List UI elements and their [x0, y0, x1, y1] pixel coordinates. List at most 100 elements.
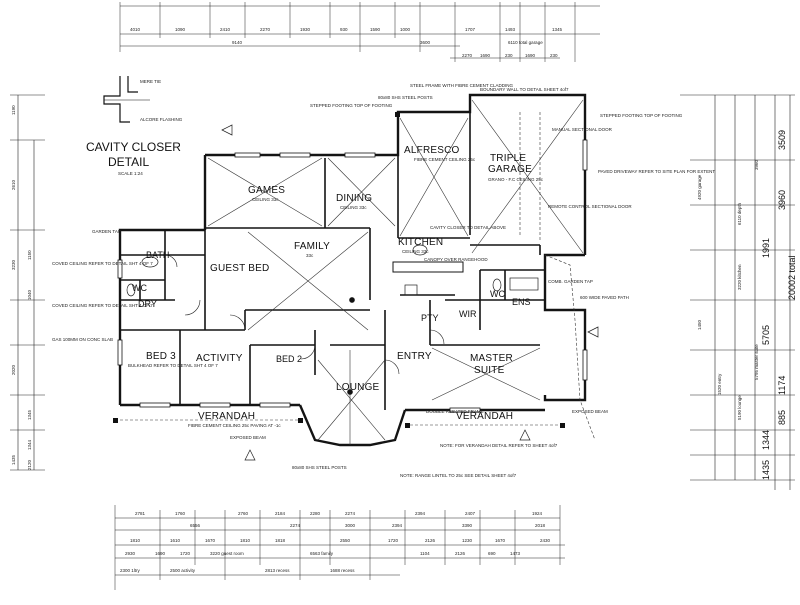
right-dim-small: 1520 entry	[717, 373, 722, 395]
note-comb-garden-tap: COMB. GARDEN TAP	[548, 279, 593, 284]
right-dim-big: 20002 total	[787, 255, 797, 300]
note-coved-ceiling-2: COVED CEILING REFER TO DETAIL SHT 4 OF 7	[52, 303, 153, 308]
detail-title-line2: DETAIL	[108, 155, 150, 169]
note-stepped-footing-left: STEPPED FOOTING TOP OF FOOTING	[310, 103, 393, 108]
detail-title-line1: CAVITY CLOSER	[86, 140, 181, 154]
top-dim: 1493	[505, 27, 516, 32]
bottom-dim: 6556	[190, 523, 201, 528]
room-alfresco: ALFRESCO	[404, 145, 460, 156]
top-dim: 1930	[300, 27, 311, 32]
bottom-dim: 2280	[310, 511, 321, 516]
top-dim-r3: 230	[505, 53, 513, 58]
right-dim-big: 885	[777, 409, 787, 425]
ceiling-dining: CEILING 33c	[340, 205, 367, 210]
room-verandah-right: VERANDAH	[456, 411, 514, 422]
room-kitchen: KITCHEN	[398, 237, 444, 248]
left-dim: 1040	[27, 289, 32, 300]
bottom-dim: 2274	[290, 523, 301, 528]
note-stepped-footing-right: STEPPED FOOTING TOP OF FOOTING	[600, 113, 683, 118]
note-range-lintel: NOTE: RANGE LINTEL TO 25c SEE DETAIL SHE…	[400, 473, 517, 478]
note-remote-door: REMOTE CONTROL SECTIONAL DOOR	[548, 204, 632, 209]
left-dim: 1344	[27, 439, 32, 450]
note-canopy: CANOPY OVER RANGEHOOD	[424, 257, 488, 262]
bottom-dim: 1818	[275, 538, 286, 543]
room-wc: WC	[132, 283, 147, 293]
note-paved-path: 600 WIDE PAVED PATH	[580, 295, 629, 300]
top-dim: 1707	[465, 27, 476, 32]
bottom-dim: 1810	[130, 538, 141, 543]
left-dim: 1190	[11, 105, 16, 115]
note-gas-meter: GAS 100MM ON CONC SLAB	[52, 337, 114, 342]
note-paved-driveway: PAVED DRIVEWAY REFER TO SITE PLAN FOR EX…	[598, 169, 716, 174]
left-dim: 2020	[11, 364, 16, 375]
right-dim-small: 6110 depth	[737, 202, 742, 225]
right-dim-small: 3220 kitchen	[737, 264, 742, 290]
bottom-dim: 2184	[275, 511, 286, 516]
bottom-dim: 1760	[175, 511, 186, 516]
internal-walls	[120, 112, 545, 410]
right-dim-big: 3509	[777, 129, 787, 150]
bottom-dim: 1104	[420, 551, 430, 556]
room-wc-ensuite: WC	[490, 289, 505, 299]
bottom-dim: 3220 guest room	[210, 551, 244, 556]
right-dim-small: 1450	[697, 319, 702, 330]
room-family: FAMILY	[294, 241, 331, 252]
note-coved-ceiling-1: COVED CEILING REFER TO DETAIL SHT 4 OF 7	[52, 261, 153, 266]
top-dim: 1345	[552, 27, 563, 32]
ceiling-lines	[207, 99, 584, 445]
bottom-dim: 2394	[415, 511, 426, 516]
bottom-dim: 3000	[345, 523, 356, 528]
top-dim-r3: 2270	[462, 53, 473, 58]
top-dim: 1590	[370, 27, 381, 32]
dashed-lines	[115, 112, 596, 441]
bottom-dim: 2126	[425, 538, 436, 543]
room-dry: DRY	[138, 299, 157, 309]
left-dim: 2610	[11, 179, 16, 190]
room-entry: ENTRY	[397, 351, 432, 362]
bottom-dim: 2550	[340, 538, 351, 543]
top-dim: 1000	[400, 27, 411, 32]
top-dim-total-garage: 6110 total garage	[508, 40, 543, 45]
note-exposed-beam-right: EXPOSED BEAM	[572, 409, 608, 414]
bottom-dim: 2300 1ltry	[120, 568, 140, 573]
top-dim: 1090	[175, 27, 186, 32]
room-pty: PTY	[421, 313, 439, 323]
bottom-dim: 2813 recess	[265, 568, 290, 573]
note-manual-door: MANUAL SECTIONAL DOOR	[552, 127, 612, 132]
room-triple-garage-line1: TRIPLE	[490, 153, 527, 164]
left-dim: 3230	[11, 259, 16, 270]
bottom-dim: 690	[488, 551, 496, 556]
bottom-dim: 2430	[540, 538, 551, 543]
top-dim: 2270	[260, 27, 271, 32]
note-garden-tap: GARDEN TAP	[92, 229, 121, 234]
room-bath: BATH	[146, 250, 170, 260]
windows	[117, 139, 588, 413]
bottom-dim: 2394	[392, 523, 403, 528]
note-bulkhead: BULKHEAD REFER TO DETAIL SHT 4 OF 7	[128, 363, 218, 368]
room-master-line2: SUITE	[474, 365, 505, 376]
right-dim-small: 5795 master suite	[754, 344, 759, 380]
bottom-dim: 2126	[455, 551, 466, 556]
right-dim-big: 1174	[777, 375, 787, 395]
bottom-dim: 1230	[462, 538, 473, 543]
bottom-dim: 1810	[240, 538, 251, 543]
right-dim-big: 1991	[761, 237, 771, 258]
note-steel-frame: STEEL FRAME WITH FIBRE CEMENT CLADDING	[410, 83, 514, 88]
top-dim-r3: 1690	[480, 53, 491, 58]
right-dim-big: 5705	[761, 324, 771, 345]
room-games: GAMES	[248, 185, 286, 196]
room-activity: ACTIVITY	[196, 353, 243, 364]
note-exposed-beam: EXPOSED BEAM	[230, 435, 266, 440]
bottom-dim: 1924	[532, 511, 543, 516]
right-dim-small: 3960	[754, 159, 759, 170]
room-dining: DINING	[336, 193, 373, 204]
room-verandah-left: VERANDAH	[198, 411, 256, 422]
room-master-line1: MASTER	[470, 353, 513, 364]
bottom-dim: 1473	[510, 551, 521, 556]
right-dim-big: 1344	[761, 429, 771, 450]
detail-scale: SCALE 1:24	[118, 171, 143, 176]
top-dim-r3: 230	[550, 53, 558, 58]
bottom-dim: 2500 activity	[170, 568, 196, 573]
top-dim: 4010	[130, 27, 141, 32]
